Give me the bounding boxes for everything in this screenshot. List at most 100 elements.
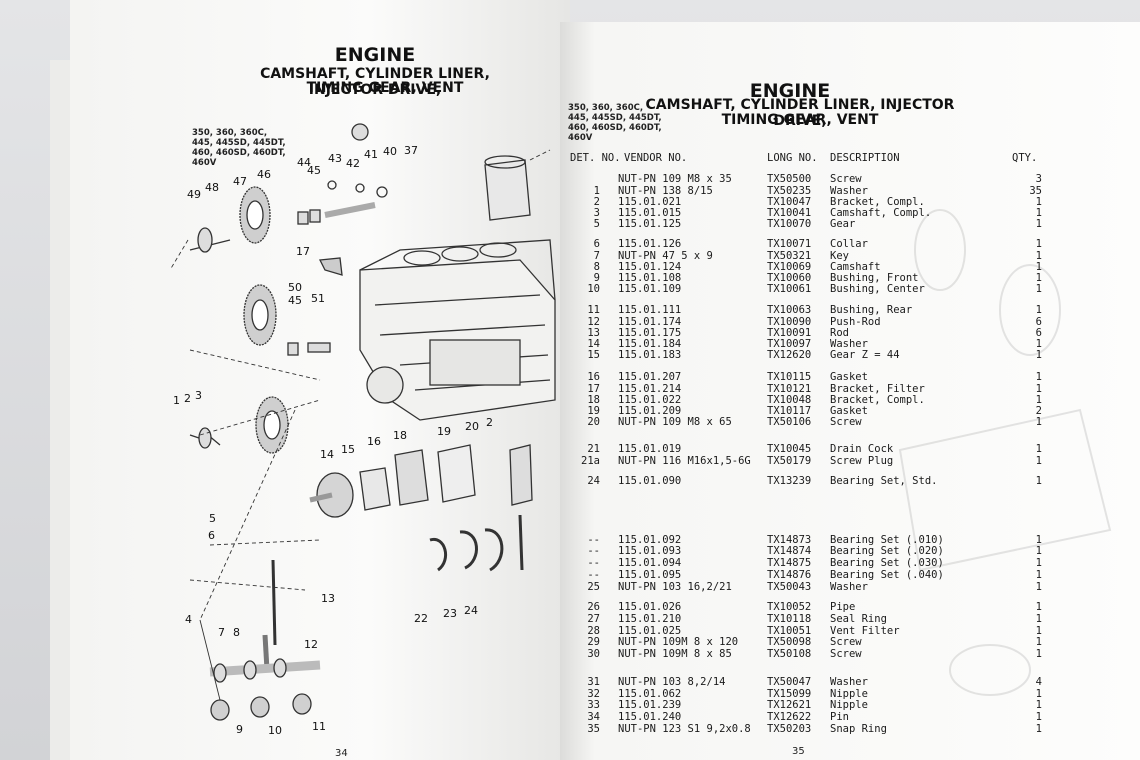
part-qty: 1 [1035,218,1042,230]
part-det-no: 1 [593,185,600,197]
part-det-no: 6 [593,238,600,250]
part-long-no: TX50179 [767,455,812,467]
part-description: Push-Rod [830,316,881,328]
part-description: Seal Ring [830,613,887,625]
part-vendor-no: 115.01.021 [618,196,682,208]
part-det-no: 5 [593,218,600,230]
part-description: Key [830,250,849,262]
part-vendor-no: NUT-PN 103 8,2/14 [618,676,726,688]
part-det-no: 25 [587,581,600,593]
part-long-no: TX12622 [767,711,812,723]
left-page-title: ENGINE [334,44,416,66]
part-long-no: TX12620 [767,349,812,361]
part-long-no: TX10097 [767,338,812,350]
part-det-no: 30 [587,648,600,660]
part-qty: 1 [1035,338,1042,350]
part-qty: 1 [1035,207,1042,219]
part-long-no: TX10045 [767,443,812,455]
callout-24: 24 [464,604,478,617]
part-qty: 1 [1035,613,1042,625]
part-description: Bearing Set (.020) [830,545,944,557]
callout-12: 12 [304,638,318,651]
part-description: Gear [830,218,856,230]
part-det-no: 20 [587,416,600,428]
part-qty: 1 [1035,383,1042,395]
part-vendor-no: 115.01.109 [618,283,682,295]
right-page-number: 35 [792,746,805,757]
callout-9: 9 [236,723,243,736]
part-qty: 1 [1035,557,1042,569]
callout-13: 13 [321,592,335,605]
part-qty: 1 [1035,304,1042,316]
part-qty: 1 [1035,648,1042,660]
part-description: Pin [830,711,849,723]
part-vendor-no: 115.01.239 [618,699,682,711]
part-long-no: TX10060 [767,272,812,284]
part-long-no: TX10041 [767,207,812,219]
part-description: Nipple [830,699,868,711]
callout-44: 44 [297,156,311,169]
part-det-no: 13 [587,327,600,339]
part-description: Washer [830,676,868,688]
callout-4: 4 [185,613,192,626]
callout-18: 18 [393,429,407,442]
callout-40: 40 [383,145,397,158]
part-description: Drain Cock [830,443,894,455]
part-long-no: TX50321 [767,250,812,262]
part-description: Collar [830,238,868,250]
part-vendor-no: 115.01.111 [618,304,682,316]
part-qty: 1 [1035,283,1042,295]
part-description: Bracket, Compl. [830,394,925,406]
callout-48: 48 [205,181,219,194]
callout-22: 22 [414,612,428,625]
part-qty: 1 [1035,581,1042,593]
callout-2b: 2 [486,416,493,429]
part-qty: 35 [1029,185,1042,197]
part-det-no: 32 [587,688,600,700]
part-long-no: TX50108 [767,648,812,660]
callout-3: 3 [195,389,202,402]
part-long-no: TX10118 [767,613,812,625]
callout-46: 46 [257,168,271,181]
part-long-no: TX14876 [767,569,812,581]
right-page-subtitle-2: TIMING GEAR, VENT [721,112,879,128]
part-description: Gasket [830,405,868,417]
right-page [560,22,1140,760]
callout-19: 19 [437,425,451,438]
part-det-no: -- [587,545,600,557]
part-description: Bracket, Filter [830,383,925,395]
part-long-no: TX10091 [767,327,812,339]
callout-45b: 45 [288,294,302,307]
part-det-no: 21a [581,455,600,467]
part-description: Screw [830,636,862,648]
part-long-no: TX14874 [767,545,812,557]
part-vendor-no: NUT-PN 109 M8 x 35 [618,173,732,185]
part-det-no: 18 [587,394,600,406]
callout-51: 51 [311,292,325,305]
part-det-no: 16 [587,371,600,383]
part-det-no: 11 [587,304,600,316]
part-qty: 1 [1035,443,1042,455]
part-description: Bracket, Compl. [830,196,925,208]
part-long-no: TX10052 [767,601,812,613]
exploded-parts-diagram [169,123,556,721]
part-qty: 1 [1035,699,1042,711]
part-det-no: 9 [593,272,600,284]
part-long-no: TX13239 [767,475,812,487]
part-long-no: TX12621 [767,699,812,711]
part-vendor-no: NUT-PN 47 5 x 9 [618,250,713,262]
